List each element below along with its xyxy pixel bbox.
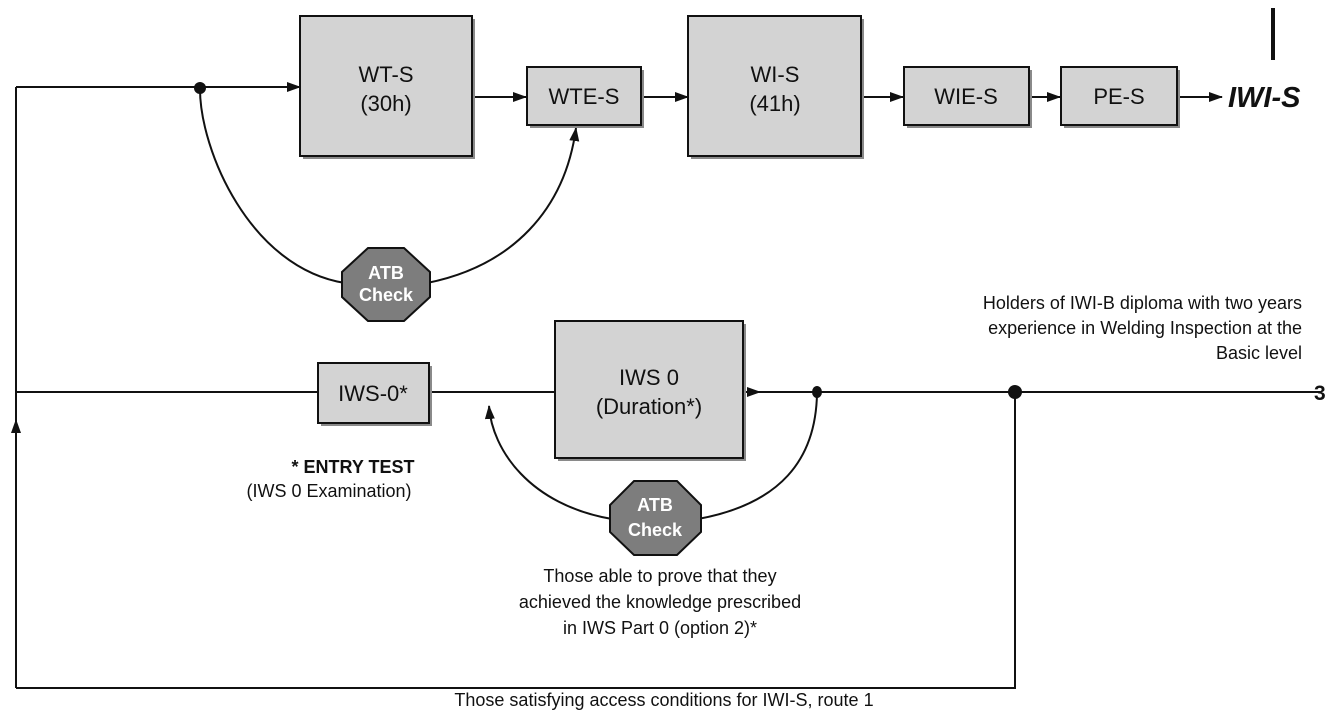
lower-arc-left-arrow bbox=[484, 405, 613, 520]
lower-arc-right bbox=[697, 392, 818, 520]
note-prove-line1: Those able to prove that they bbox=[543, 566, 776, 586]
box-wt-s-name: WT-S bbox=[359, 62, 414, 87]
box-wie-s: WIE-S bbox=[903, 66, 1032, 128]
connector-lines bbox=[11, 8, 1320, 689]
box-wt-s: WT-S (30h) bbox=[299, 15, 475, 159]
box-wte-s: WTE-S bbox=[526, 66, 644, 128]
atb-check-lower-line1: ATB bbox=[637, 495, 673, 515]
note-iwi-b-holders: Holders of IWI-B diploma with two years … bbox=[983, 293, 1302, 363]
atb-check-upper-line2: Check bbox=[359, 285, 414, 305]
box-iws0-course-duration: (Duration*) bbox=[596, 394, 702, 419]
atb-check-upper-line1: ATB bbox=[368, 263, 404, 283]
box-iws0-exam-label: IWS-0* bbox=[338, 381, 408, 406]
box-iws0-course: IWS 0 (Duration*) bbox=[554, 320, 746, 461]
note-iwi-b-line3: Basic level bbox=[1216, 343, 1302, 363]
box-pe-s-label: PE-S bbox=[1093, 84, 1144, 109]
junction-dot bbox=[194, 82, 206, 94]
box-wi-s-hours: (41h) bbox=[749, 91, 800, 116]
upper-arc-left bbox=[199, 88, 346, 284]
box-iws0-course-name: IWS 0 bbox=[619, 365, 679, 390]
box-iws0-exam: IWS-0* bbox=[317, 362, 432, 426]
box-wte-s-label: WTE-S bbox=[549, 84, 620, 109]
route-number: 3 bbox=[1314, 382, 1326, 405]
junction-dot bbox=[1008, 385, 1022, 399]
note-entry-test-title: * ENTRY TEST bbox=[291, 457, 414, 477]
note-prove-line2: achieved the knowledge prescribed bbox=[519, 592, 801, 612]
note-prove-knowledge: Those able to prove that they achieved t… bbox=[519, 566, 801, 638]
note-iwi-b-line2: experience in Welding Inspection at the bbox=[988, 318, 1302, 338]
note-iwi-b-line1: Holders of IWI-B diploma with two years bbox=[983, 293, 1302, 313]
note-entry-test-sub: (IWS 0 Examination) bbox=[246, 481, 411, 501]
note-route1: Those satisfying access conditions for I… bbox=[454, 690, 873, 710]
box-wi-s-name: WI-S bbox=[751, 62, 800, 87]
note-prove-line3: in IWS Part 0 (option 2)* bbox=[563, 618, 757, 638]
box-wt-s-hours: (30h) bbox=[360, 91, 411, 116]
box-pe-s: PE-S bbox=[1060, 66, 1180, 128]
atb-check-octagon-upper: ATB Check bbox=[341, 247, 431, 322]
note-entry-test: * ENTRY TEST (IWS 0 Examination) bbox=[246, 457, 414, 501]
atb-check-lower-line2: Check bbox=[628, 520, 683, 540]
junction-dot bbox=[812, 386, 822, 398]
box-wi-s: WI-S (41h) bbox=[687, 15, 864, 159]
atb-check-octagon-lower: ATB Check bbox=[609, 480, 702, 556]
final-qualification-label: IWI-S bbox=[1228, 82, 1301, 114]
box-wie-s-label: WIE-S bbox=[934, 84, 998, 109]
bottom-route-loop bbox=[16, 392, 1016, 689]
upper-arc-right-arrow bbox=[426, 127, 580, 284]
